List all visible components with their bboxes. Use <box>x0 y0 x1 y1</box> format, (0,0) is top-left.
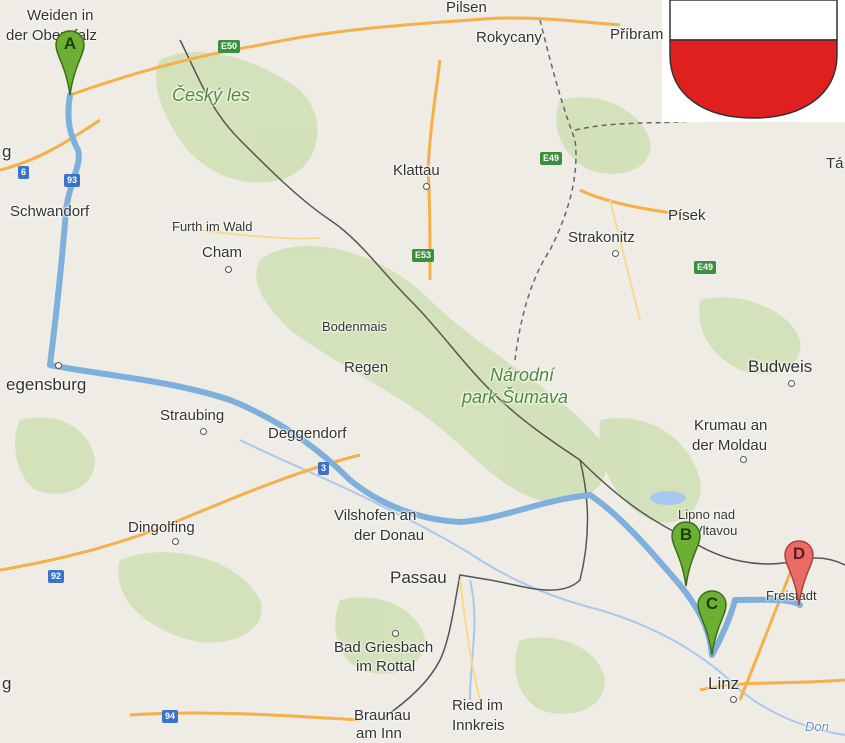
place-pisek: Písek <box>668 207 706 224</box>
road-badge-a92: 92 <box>48 570 65 583</box>
town-dot-cham <box>225 266 232 273</box>
town-dot-griesbach <box>392 630 399 637</box>
place-klattau: Klattau <box>393 162 440 179</box>
place-cham: Cham <box>202 244 243 261</box>
place-deggendorf: Deggendorf <box>268 425 347 442</box>
place-lipno: Lipno nad <box>678 507 736 522</box>
town-dot-dingolfing <box>172 538 179 545</box>
place-passau: Passau <box>390 568 447 587</box>
place-regen: Regen <box>344 359 389 376</box>
place-griesbach: Bad Griesbach <box>334 639 434 656</box>
place-dingolfing: Dingolfing <box>128 519 195 536</box>
place-pribram: Příbram <box>610 26 664 43</box>
road-badge-e49: E49 <box>540 152 563 165</box>
road-badge-e53: E53 <box>412 249 435 262</box>
road-badge-a93: 93 <box>64 174 81 187</box>
place-braunau-2: am Inn <box>356 725 402 742</box>
place-furth: Furth im Wald <box>172 219 253 234</box>
place-straubing: Straubing <box>160 407 225 424</box>
place-weiden: Weiden in <box>27 7 94 24</box>
road-badge-e49-south: E49 <box>694 261 717 274</box>
route-marker-b-label: B <box>679 525 693 544</box>
road-badge-a3: 3 <box>318 462 330 475</box>
place-freistadt: Freistadt <box>766 588 817 603</box>
route-marker-a-label: A <box>63 34 77 53</box>
place-cesky-les: Český les <box>172 85 251 105</box>
town-dot-linz <box>730 696 737 703</box>
road-badge-a6: 6 <box>18 166 30 179</box>
place-braunau: Braunau <box>354 707 411 724</box>
place-pilsen: Pilsen <box>446 0 487 16</box>
place-narodni: Národní <box>490 365 555 385</box>
place-vilshofen: Vilshofen an <box>334 507 417 524</box>
town-dot-klattau <box>423 183 430 190</box>
route-marker-d-label: D <box>792 544 806 563</box>
place-left-g-2: g <box>2 674 12 693</box>
place-sumava: park Šumava <box>462 387 569 407</box>
town-dot-budweis <box>788 380 795 387</box>
place-strakonitz: Strakonitz <box>568 229 635 246</box>
place-krumau-2: der Moldau <box>692 437 768 454</box>
place-ta: Tá <box>826 155 844 172</box>
place-vilshofen-2: der Donau <box>354 527 425 544</box>
road-badge-e50: E50 <box>218 40 241 53</box>
flag-inset <box>662 0 845 122</box>
place-griesbach-2: im Rottal <box>356 658 416 675</box>
place-schwandorf: Schwandorf <box>10 203 90 220</box>
town-dot-strakonitz <box>612 250 619 257</box>
route-marker-c-label: C <box>705 594 719 613</box>
place-rokycany: Rokycany <box>476 29 542 46</box>
place-regensburg: egensburg <box>6 375 87 394</box>
place-ried: Ried im <box>452 697 503 714</box>
place-krumau: Krumau an <box>694 417 768 434</box>
place-lipno-2: Vltavou <box>694 523 738 538</box>
place-donau: Don <box>805 719 829 734</box>
place-linz: Linz <box>708 674 740 693</box>
place-bodenmais: Bodenmais <box>322 319 388 334</box>
place-left-g: g <box>2 142 12 161</box>
town-dot-krumau <box>740 456 747 463</box>
road-badge-a94: 94 <box>162 710 179 723</box>
place-ried-2: Innkreis <box>452 717 505 734</box>
town-dot-regensburg <box>55 362 62 369</box>
town-dot-straubing <box>200 428 207 435</box>
place-budweis: Budweis <box>748 357 813 376</box>
